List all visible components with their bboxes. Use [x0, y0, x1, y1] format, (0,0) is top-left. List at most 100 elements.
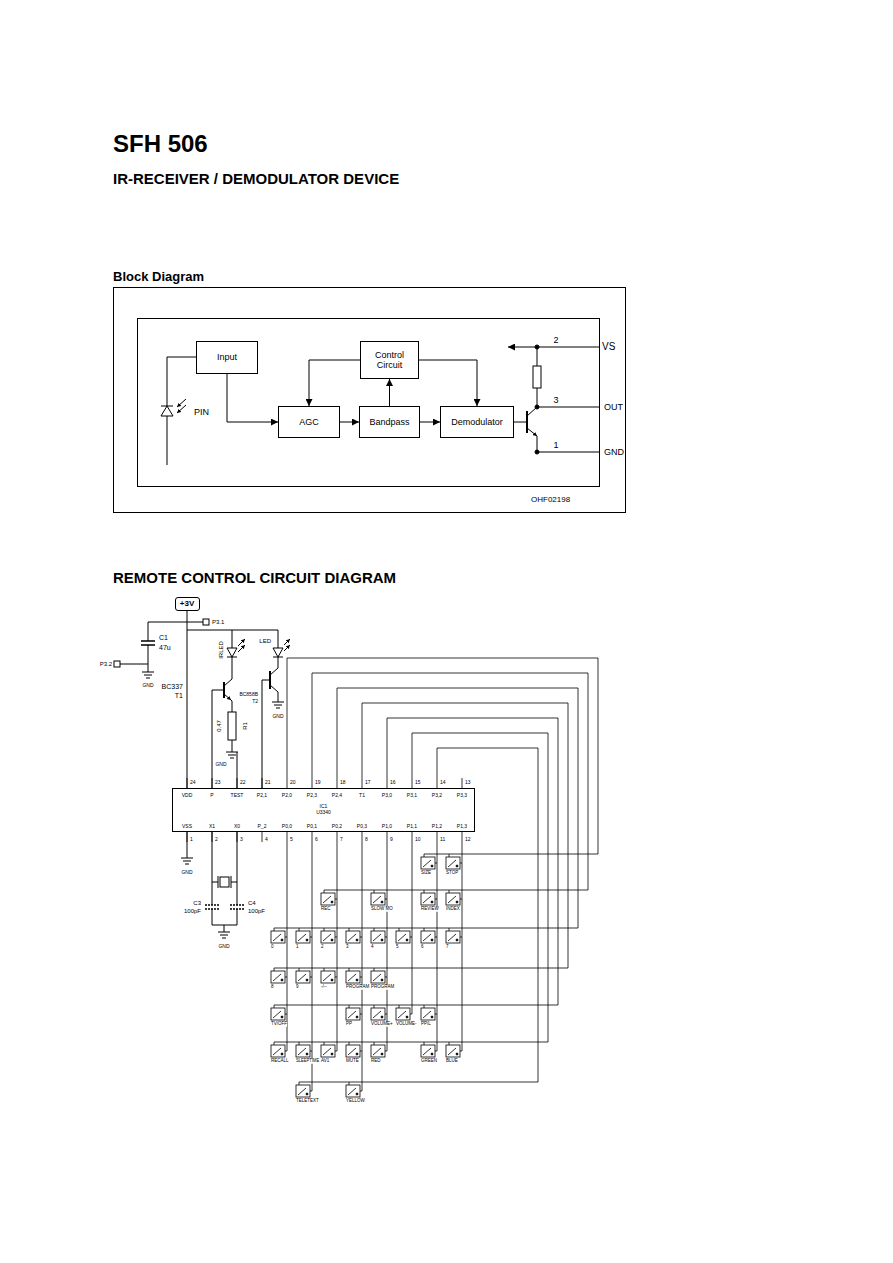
- function-block: Input: [196, 341, 258, 374]
- row-wire: [274, 688, 578, 928]
- key-switch: [446, 1045, 460, 1057]
- key-switch: [296, 928, 312, 943]
- diode-triangle: [161, 406, 173, 416]
- key-switch: [273, 934, 281, 941]
- key-switch: [348, 1088, 356, 1095]
- part-label: C1: [159, 634, 168, 641]
- part-label: IRLED: [218, 641, 224, 659]
- key-switch: [271, 1042, 287, 1057]
- key-switch: [431, 1016, 433, 1018]
- base-wire: [514, 422, 527, 423]
- resistor-symbol: [533, 366, 541, 388]
- key-switch: [398, 934, 406, 941]
- key-label: SLEEPTIME: [296, 1059, 319, 1064]
- key-switch: [374, 890, 375, 893]
- key-switch: [421, 1008, 435, 1020]
- keyboard-matrix: [187, 658, 598, 1097]
- connectors: [187, 360, 477, 788]
- key-switch: [321, 931, 335, 943]
- inner-frame: [138, 319, 600, 487]
- column-wire: [387, 842, 388, 1051]
- node-text: Input: [217, 352, 237, 362]
- key-label: PROGRAM: [371, 985, 394, 990]
- ground-label: GND: [142, 683, 153, 688]
- pin-stub: [387, 778, 388, 788]
- collector-wire: [527, 388, 537, 416]
- pin-number: 23: [215, 780, 221, 785]
- component-label: PIN: [194, 408, 209, 417]
- pin-stub: [362, 778, 363, 788]
- part-value: BC337: [162, 683, 183, 690]
- wire: [148, 622, 187, 641]
- key-switch: [460, 899, 462, 900]
- key-switch: [446, 928, 462, 943]
- key-label: REC: [321, 907, 331, 912]
- node-text: IC1: [320, 804, 328, 810]
- key-switch: [296, 968, 312, 983]
- part-label: T1: [175, 692, 183, 699]
- key-switch: [448, 860, 456, 867]
- column-wire: [312, 842, 313, 1091]
- wire: [212, 882, 237, 883]
- column-wire: [287, 842, 288, 1051]
- signal-connector: [227, 374, 278, 422]
- key-switch: [423, 896, 431, 903]
- part-label: LED: [259, 638, 271, 644]
- key-label: SLOW MO: [371, 907, 393, 912]
- key-switch: [348, 1048, 356, 1055]
- ground-symbol: [272, 702, 284, 708]
- pin-number: 5: [290, 837, 293, 842]
- key-switch: [424, 854, 425, 857]
- key-switch: [299, 928, 300, 931]
- pin-stub: [462, 832, 463, 842]
- key-switch: [398, 1011, 406, 1018]
- key-label: PROGRAM: [346, 985, 369, 990]
- capacitor-symbol: [205, 905, 244, 909]
- pin-number: 17: [365, 780, 371, 785]
- key-switch: [349, 1042, 350, 1045]
- key-switch: [271, 928, 287, 943]
- node-text: U3340: [316, 810, 331, 816]
- signal-connector: [419, 360, 477, 406]
- key-switch: [373, 1048, 381, 1055]
- key-label: AV1: [321, 1059, 329, 1064]
- test-point: [203, 619, 209, 625]
- key-switch: [435, 863, 437, 864]
- key-switch: [446, 854, 462, 869]
- pin-name: P3,0: [382, 793, 392, 798]
- key-switch: [323, 934, 331, 941]
- key-switch: [446, 857, 460, 869]
- ground-label: GND: [272, 714, 283, 719]
- pin-name: X0: [234, 824, 240, 829]
- key-switch: [424, 928, 425, 931]
- key-switch: [306, 979, 308, 981]
- key-switch: [356, 1016, 358, 1018]
- pin-name: P3,2: [432, 793, 442, 798]
- key-switch: [373, 934, 381, 941]
- node-text: Control Circuit: [363, 350, 416, 371]
- pin-number: 22: [240, 780, 246, 785]
- key-switch: [281, 979, 283, 981]
- row-wire: [287, 658, 598, 854]
- pin-number: 1: [190, 837, 193, 842]
- key-switch: [435, 1014, 437, 1015]
- pin-stub: [187, 832, 188, 842]
- key-switch: [421, 928, 437, 943]
- key-switch: [331, 939, 333, 941]
- pin-name: P_2: [258, 824, 267, 829]
- ground-symbol: [181, 858, 193, 864]
- key-switch: [349, 1005, 350, 1008]
- pin-number: 3: [553, 396, 558, 405]
- key-label: 5: [396, 945, 399, 950]
- key-switch: [321, 971, 335, 983]
- wire: [232, 630, 233, 648]
- signal-connector: [340, 422, 359, 423]
- ground-symbol: [218, 932, 230, 938]
- pin-name: P2,0: [282, 793, 292, 798]
- key-switch: [446, 931, 460, 943]
- key-switch: [285, 1014, 287, 1015]
- key-switch: [431, 901, 433, 903]
